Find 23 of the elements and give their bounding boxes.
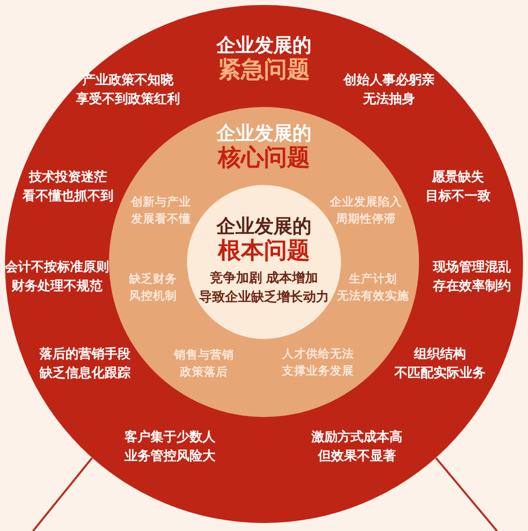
problem-label: 创始人事必躬亲无法抽身: [344, 71, 434, 108]
problem-label: 愿景缺失目标不一致: [426, 168, 490, 205]
problem-label: 现场管理混乱存在效率制约: [433, 258, 511, 295]
circle-heading: 企业发展的: [216, 216, 312, 238]
problem-label: 组织结构不匹配实际业务: [394, 345, 486, 382]
cause-text: 竞争加剧 成本增加导致企业缺乏增长动力: [199, 269, 329, 306]
problem-label: 会计不按标准原则财务处理不规范: [5, 258, 109, 295]
ring-heading: 企业发展的: [216, 124, 312, 145]
problem-label: 生产计划无法有效实施: [337, 272, 409, 304]
problem-label: 技术投资迷茫看不懂也抓不到: [22, 168, 114, 205]
problem-label: 企业发展陷入周期性停滞: [330, 194, 402, 227]
problem-label: 创新与产业发展看不懂: [131, 194, 191, 227]
problem-label: 产业政策不知晓享受不到政策红利: [76, 71, 180, 108]
problem-label: 激励方式成本高但效果不显著: [312, 428, 402, 465]
problem-label: 销售与营销政策落后: [174, 348, 234, 380]
problem-label: 客户集于少数人业务管控风险大: [124, 428, 216, 465]
circle-heading: 根本问题: [218, 237, 310, 265]
ring-heading: 核心问题: [218, 144, 310, 172]
ring-heading: 紧急问题: [218, 56, 310, 84]
problem-label: 落后的营销手段缺乏信息化跟踪: [40, 345, 130, 382]
ring-heading: 企业发展的: [216, 36, 312, 58]
problem-label: 人才供给无法支撑业务发展: [282, 346, 354, 379]
problem-label: 缺乏财务风控机制: [129, 272, 177, 304]
